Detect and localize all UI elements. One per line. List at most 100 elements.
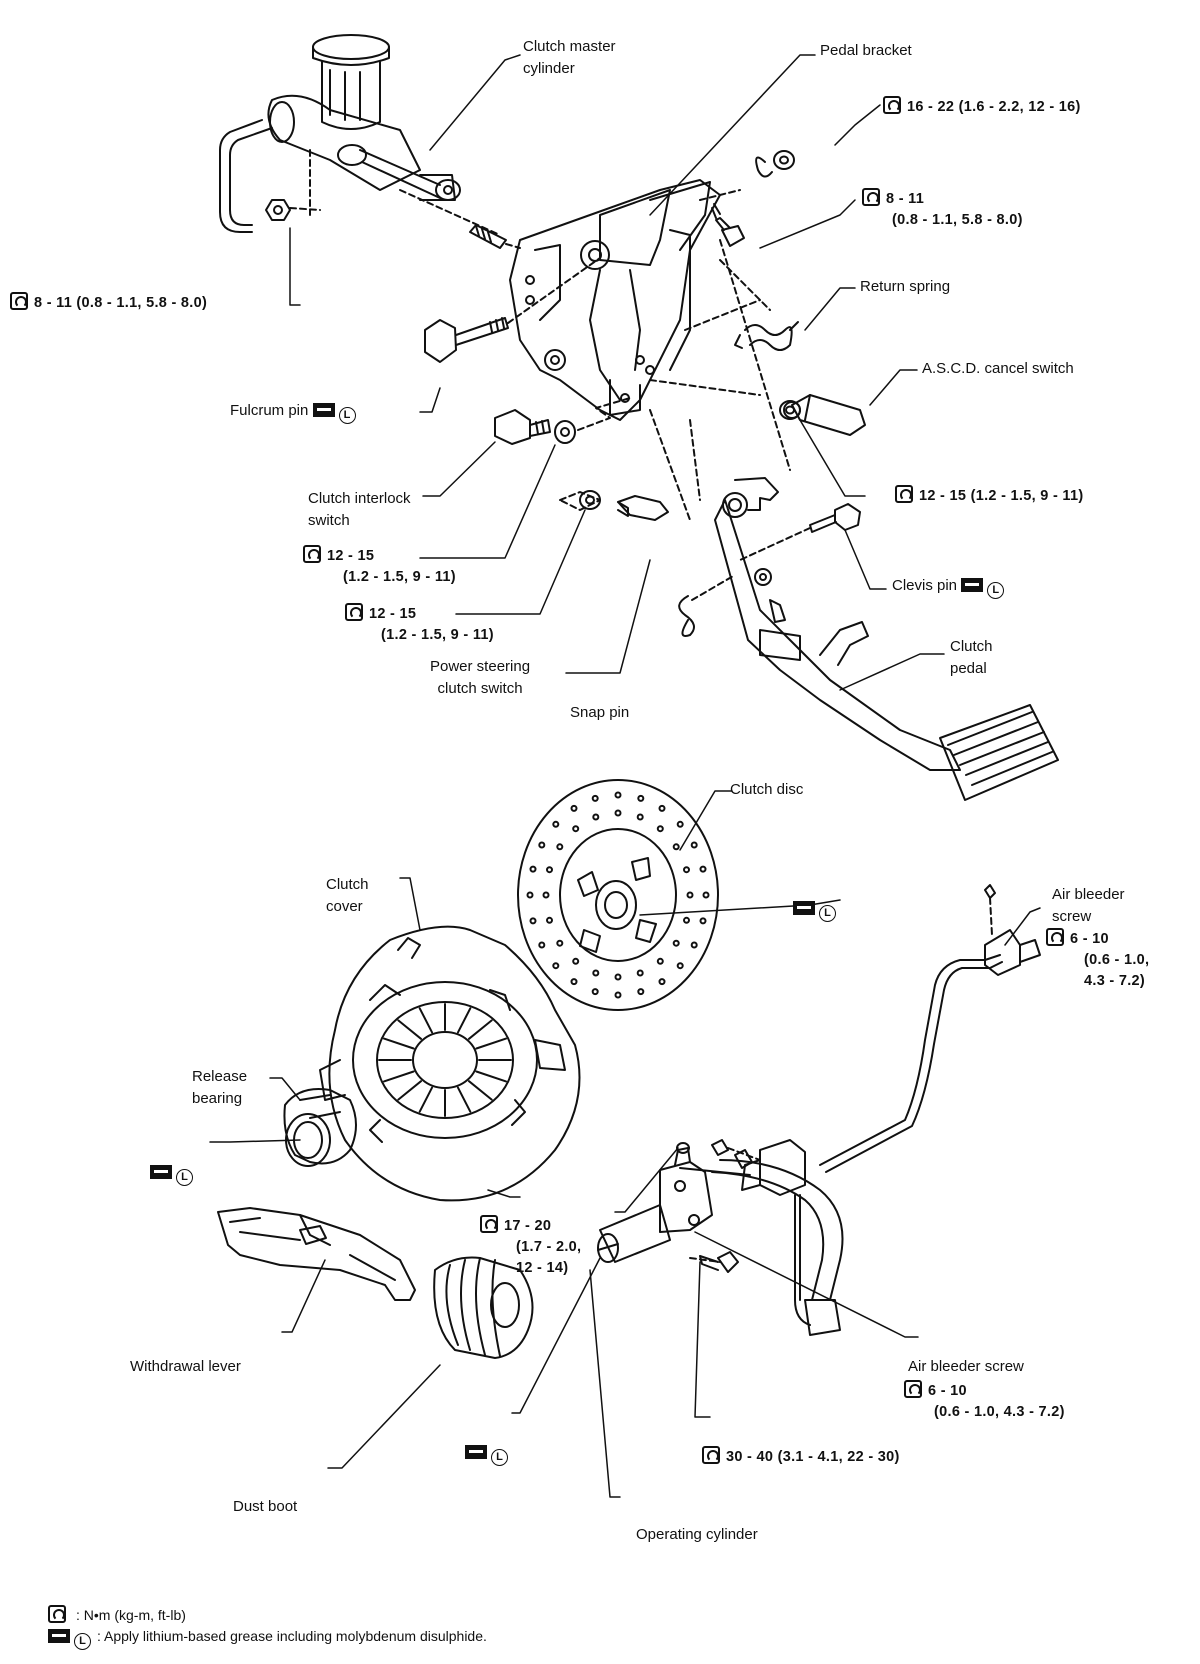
- label-clutch-cover: Clutch cover: [326, 874, 369, 918]
- torque-value: (1.7 - 2.0,: [516, 1239, 582, 1255]
- power-steering-clutch-switch-drawing: [559, 490, 669, 521]
- label-clutch-interlock-switch: Clutch interlock switch: [308, 488, 411, 532]
- pedal-bracket-drawing: [509, 150, 795, 421]
- label-operating-cylinder: Operating cylinder: [636, 1526, 758, 1543]
- label-line: Clutch master: [523, 38, 616, 55]
- torque-spec-1: 16 - 22 (1.6 - 2.2, 12 - 16): [883, 96, 1081, 118]
- label-clutch-disc: Clutch disc: [730, 781, 804, 798]
- clutch-master-cylinder-drawing: [219, 34, 501, 236]
- ascd-cancel-switch-drawing: [779, 394, 866, 436]
- torque-value: 8 - 11 (0.8 - 1.1, 5.8 - 8.0): [34, 295, 208, 311]
- torque-value: 6 - 10: [928, 1383, 967, 1399]
- torque-value: (1.2 - 1.5, 9 - 11): [343, 569, 456, 585]
- label-clevis-pin: Clevis pin L: [892, 575, 1005, 599]
- legend-grease: L: Apply lithium-based grease including …: [48, 1628, 487, 1650]
- label-line: bearing: [192, 1090, 243, 1107]
- label-line: cover: [326, 898, 363, 915]
- bracket-stud-drawing: [469, 224, 521, 249]
- torque-value: (0.6 - 1.0, 4.3 - 7.2): [934, 1404, 1065, 1420]
- torque-value: (0.8 - 1.1, 5.8 - 8.0): [892, 212, 1023, 228]
- torque-wrench-icon: [48, 1605, 66, 1623]
- release-bearing-drawing: [283, 1088, 357, 1167]
- withdrawal-lever-drawing: [217, 1207, 416, 1301]
- torque-value: 16 - 22 (1.6 - 2.2, 12 - 16): [907, 99, 1081, 115]
- torque-spec-4: 12 - 15 (1.2 - 1.5, 9 - 11): [895, 485, 1083, 507]
- circled-l-icon: L: [176, 1169, 193, 1186]
- circled-l-icon: L: [338, 407, 356, 424]
- torque-value: 6 - 10: [1070, 931, 1109, 947]
- grease-icon: [793, 901, 815, 915]
- torque-spec-9: 6 - 10 (0.6 - 1.0, 4.3 - 7.2): [904, 1380, 1065, 1423]
- torque-spec-2: 8 - 11 (0.8 - 1.1, 5.8 - 8.0): [862, 188, 1023, 231]
- torque-wrench-icon: [702, 1446, 720, 1464]
- hydraulic-line-drawing: [679, 884, 1041, 1326]
- label-line: Clutch interlock: [308, 490, 411, 507]
- label-line: pedal: [950, 660, 987, 677]
- circled-l-icon: L: [819, 905, 836, 922]
- label-dust-boot: Dust boot: [233, 1498, 298, 1515]
- label-line: Power steering: [430, 658, 531, 675]
- grease-icon: [312, 403, 335, 417]
- torque-wrench-icon: [904, 1380, 922, 1398]
- disc-grease-callout: L: [793, 898, 836, 922]
- clutch-pedal-drawing: [649, 239, 1059, 801]
- dust-boot-drawing: [433, 1256, 534, 1359]
- torque-value: 12 - 15: [369, 606, 417, 622]
- label-line: Air bleeder: [1052, 886, 1125, 903]
- label-line: Release: [192, 1068, 248, 1085]
- torque-wrench-icon: [10, 292, 28, 310]
- torque-spec-3: 8 - 11 (0.8 - 1.1, 5.8 - 8.0): [10, 292, 207, 314]
- label-power-steering-clutch-switch: Power steering clutch switch: [430, 656, 530, 700]
- label-text: Clevis pin: [892, 577, 958, 594]
- label-line: Clutch: [950, 638, 993, 655]
- torque-value: 17 - 20: [504, 1218, 552, 1234]
- label-ascd-cancel-switch: A.S.C.D. cancel switch: [922, 360, 1074, 377]
- legend-torque: : N•m (kg-m, ft-lb): [48, 1605, 186, 1623]
- circled-l-icon: L: [491, 1449, 508, 1466]
- torque-spec-8: 17 - 20 (1.7 - 2.0, 12 - 14): [480, 1215, 581, 1279]
- clutch-cover-drawing: [319, 925, 581, 1202]
- torque-wrench-icon: [1046, 928, 1064, 946]
- grease-icon: [465, 1445, 487, 1459]
- leader-lines: [209, 54, 1041, 1498]
- bracket-bolt-drawing: [711, 203, 745, 247]
- label-line: Clutch: [326, 876, 369, 893]
- torque-value: (0.6 - 1.0,: [1084, 952, 1150, 968]
- torque-value: 4.3 - 7.2): [1084, 973, 1146, 989]
- circled-l-icon: L: [987, 582, 1005, 599]
- label-clutch-master-cylinder: Clutch master cylinder: [523, 36, 616, 80]
- clutch-interlock-switch-drawing: [494, 397, 631, 445]
- legend-grease-text: : Apply lithium-based grease including m…: [97, 1628, 487, 1644]
- torque-value: 12 - 14): [516, 1260, 569, 1276]
- label-snap-pin: Snap pin: [570, 704, 630, 721]
- label-release-bearing: Release bearing: [192, 1066, 247, 1110]
- torque-wrench-icon: [883, 96, 901, 114]
- torque-spec-10: 30 - 40 (3.1 - 4.1, 22 - 30): [702, 1446, 900, 1468]
- clutch-disc-drawing: [517, 779, 719, 1011]
- grease-icon: [48, 1629, 70, 1643]
- torque-wrench-icon: [480, 1215, 498, 1233]
- release-bearing-grease-callout: L: [150, 1162, 193, 1186]
- return-spring-drawing: [734, 321, 799, 351]
- operating-cylinder-grease-callout: L: [465, 1442, 508, 1466]
- torque-value: (1.2 - 1.5, 9 - 11): [381, 627, 494, 643]
- label-air-bleeder-screw-bottom: Air bleeder screw: [908, 1358, 1024, 1375]
- fulcrum-pin-drawing: [424, 257, 601, 363]
- label-line: clutch switch: [437, 680, 523, 697]
- torque-value: 30 - 40 (3.1 - 4.1, 22 - 30): [726, 1449, 900, 1465]
- grease-icon: [150, 1165, 172, 1179]
- legend-torque-text: : N•m (kg-m, ft-lb): [76, 1607, 186, 1623]
- torque-value: 12 - 15 (1.2 - 1.5, 9 - 11): [919, 488, 1084, 504]
- label-line: screw: [1052, 908, 1092, 925]
- label-line: cylinder: [523, 60, 575, 77]
- label-fulcrum-pin: Fulcrum pin L: [230, 400, 356, 424]
- label-withdrawal-lever: Withdrawal lever: [130, 1358, 241, 1375]
- torque-spec-6: 12 - 15 (1.2 - 1.5, 9 - 11): [345, 603, 494, 646]
- torque-spec-5: 12 - 15 (1.2 - 1.5, 9 - 11): [303, 545, 456, 588]
- label-line: switch: [308, 512, 350, 529]
- torque-value: 12 - 15: [327, 548, 375, 564]
- torque-wrench-icon: [303, 545, 321, 563]
- torque-value: 8 - 11: [886, 191, 925, 207]
- torque-wrench-icon: [862, 188, 880, 206]
